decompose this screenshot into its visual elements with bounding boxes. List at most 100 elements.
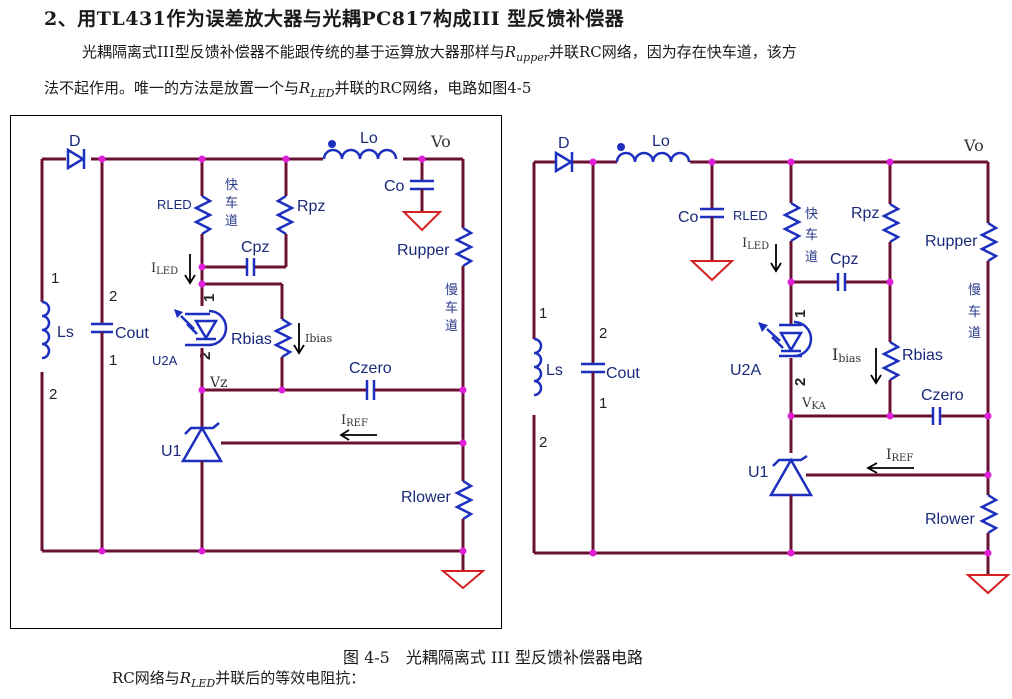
iled-main: I bbox=[742, 236, 747, 251]
iled-label: ILED bbox=[742, 236, 769, 252]
section-heading: 2、用TL431作为误差放大器与光耦PC817构成III 型反馈补偿器 bbox=[44, 8, 625, 30]
opto-label: U2A bbox=[730, 362, 761, 379]
ground-icon bbox=[440, 570, 486, 590]
iref-label: IREF bbox=[341, 413, 368, 429]
ibias-main: I bbox=[832, 345, 838, 364]
resistor-rled-icon bbox=[193, 194, 213, 236]
resistor-rlower-icon bbox=[454, 479, 474, 521]
diode-icon bbox=[554, 150, 574, 174]
arrow-down-icon bbox=[184, 254, 196, 285]
opto-label: U2A bbox=[152, 353, 178, 368]
var-sub: upper bbox=[516, 51, 550, 64]
var-main: R bbox=[179, 669, 192, 687]
rbias-label: Rbias bbox=[902, 347, 943, 364]
cpz-label: Cpz bbox=[241, 239, 269, 256]
ibias-label: Ibias bbox=[305, 332, 332, 345]
vo-label: Vo bbox=[430, 132, 451, 151]
var-r-led: RLED bbox=[299, 79, 334, 100]
rled-label: RLED bbox=[733, 208, 768, 223]
czero-label: Czero bbox=[349, 360, 392, 377]
inductor-lo-icon bbox=[615, 151, 691, 163]
cpz-label: Cpz bbox=[830, 251, 858, 268]
paragraph-2-text-a: 法不起作用。唯一的方法是放置一个与 bbox=[44, 79, 300, 97]
optocoupler-led-icon bbox=[758, 320, 813, 358]
iref-main: I bbox=[341, 413, 346, 428]
opto-pin-2: 2 bbox=[197, 352, 214, 360]
var-r-led: RLED bbox=[179, 669, 216, 690]
vka-sub: KA bbox=[811, 401, 826, 412]
cout-label: Cout bbox=[115, 325, 149, 342]
ibias-label: Ibias bbox=[832, 345, 861, 365]
arrow-down-icon bbox=[770, 244, 782, 273]
cout-pin-2: 2 bbox=[599, 325, 607, 342]
cout-pin-1: 1 bbox=[109, 352, 117, 369]
vo-label: Vo bbox=[963, 136, 984, 155]
co-label: Co bbox=[384, 178, 405, 195]
iref-sub: REF bbox=[346, 418, 368, 429]
rbias-label: Rbias bbox=[231, 331, 272, 348]
cout-pin-2: 2 bbox=[109, 288, 117, 305]
iled-main: I bbox=[151, 261, 156, 276]
optocoupler-led-icon bbox=[174, 309, 228, 347]
tl431-icon bbox=[768, 454, 814, 497]
ls-pin-2: 2 bbox=[49, 386, 57, 403]
fast-lane-char-3: 道 bbox=[225, 214, 238, 229]
rupper-label: Rupper bbox=[925, 233, 978, 250]
ls-label: Ls bbox=[546, 362, 563, 379]
paragraph-2: 法不起作用。唯一的方法是放置一个与RLED并联的RC网络，电路如图4-5 bbox=[44, 78, 531, 104]
rpz-label: Rpz bbox=[297, 198, 325, 215]
paragraph-2-text-b: 并联的RC网络，电路如图4-5 bbox=[334, 79, 532, 97]
slow-lane-char-3: 道 bbox=[445, 319, 458, 334]
resistor-rpz-icon bbox=[881, 202, 901, 244]
lo-label: Lo bbox=[652, 133, 670, 150]
resistor-rbias-icon bbox=[881, 340, 901, 382]
opto-pin-2: 2 bbox=[792, 378, 809, 386]
arrow-left-icon bbox=[339, 429, 377, 441]
iled-sub: LED bbox=[156, 266, 178, 277]
rpz-label: Rpz bbox=[851, 205, 879, 222]
cout-pin-1: 1 bbox=[599, 395, 607, 412]
figure-caption: 图 4-5 光耦隔离式 III 型反馈补偿器电路 bbox=[343, 648, 643, 667]
resistor-rled-icon bbox=[782, 201, 802, 243]
resistor-rlower-icon bbox=[979, 493, 999, 535]
u1-label: U1 bbox=[748, 464, 769, 481]
diode-label: D bbox=[558, 135, 570, 152]
ground-icon bbox=[965, 574, 1011, 595]
inductor-ls-icon bbox=[41, 300, 51, 360]
rled-label: RLED bbox=[157, 197, 192, 212]
resistor-rbias-icon bbox=[273, 317, 293, 359]
arrow-left-icon bbox=[866, 462, 914, 474]
ls-label: Ls bbox=[57, 324, 74, 341]
rlower-label: Rlower bbox=[925, 511, 975, 528]
paragraph-1-text-b: 并联RC网络，因为存在快车道，该方 bbox=[549, 43, 797, 61]
diode-icon bbox=[66, 147, 86, 171]
u1-label: U1 bbox=[161, 443, 182, 460]
polarity-dot-icon bbox=[328, 140, 336, 148]
iref-main: I bbox=[886, 447, 892, 463]
schematic-right: D Lo Vo 1 Ls 2 2 Cout 1 Co RLED 快 车 道 IL… bbox=[522, 120, 1012, 610]
rlower-label: Rlower bbox=[401, 489, 451, 506]
iled-sub: LED bbox=[747, 241, 769, 252]
schematic-left-svg: D Lo Vo Co Rupper 慢 车 道 Rlower 1 Ls 2 2 … bbox=[40, 130, 486, 590]
resistor-rpz-icon bbox=[275, 194, 295, 236]
rupper-label: Rupper bbox=[397, 242, 450, 259]
schematic-right-svg: D Lo Vo 1 Ls 2 2 Cout 1 Co RLED 快 车 道 IL… bbox=[532, 133, 1011, 595]
vka-label: VKA bbox=[801, 396, 826, 412]
fast-lane-char-3: 道 bbox=[805, 250, 818, 265]
var-sub: LED bbox=[191, 677, 216, 690]
opto-pin-1: 1 bbox=[201, 294, 218, 302]
fast-lane-char-2: 车 bbox=[225, 195, 238, 211]
fast-lane-char-1: 快 bbox=[805, 207, 818, 222]
slow-lane-char-1: 慢 bbox=[968, 282, 981, 298]
var-main: R bbox=[299, 79, 311, 97]
diode-label: D bbox=[69, 133, 81, 150]
paragraph-3-text-a: RC网络与 bbox=[112, 669, 180, 687]
inductor-ls-icon bbox=[533, 337, 543, 397]
ground-icon bbox=[401, 211, 443, 232]
slow-lane-char-2: 车 bbox=[968, 304, 981, 320]
junction-dots bbox=[589, 158, 992, 557]
cout-label: Cout bbox=[606, 365, 640, 382]
iled-label: ILED bbox=[151, 261, 178, 277]
vka-main: V bbox=[801, 396, 812, 411]
var-main: R bbox=[504, 43, 517, 61]
